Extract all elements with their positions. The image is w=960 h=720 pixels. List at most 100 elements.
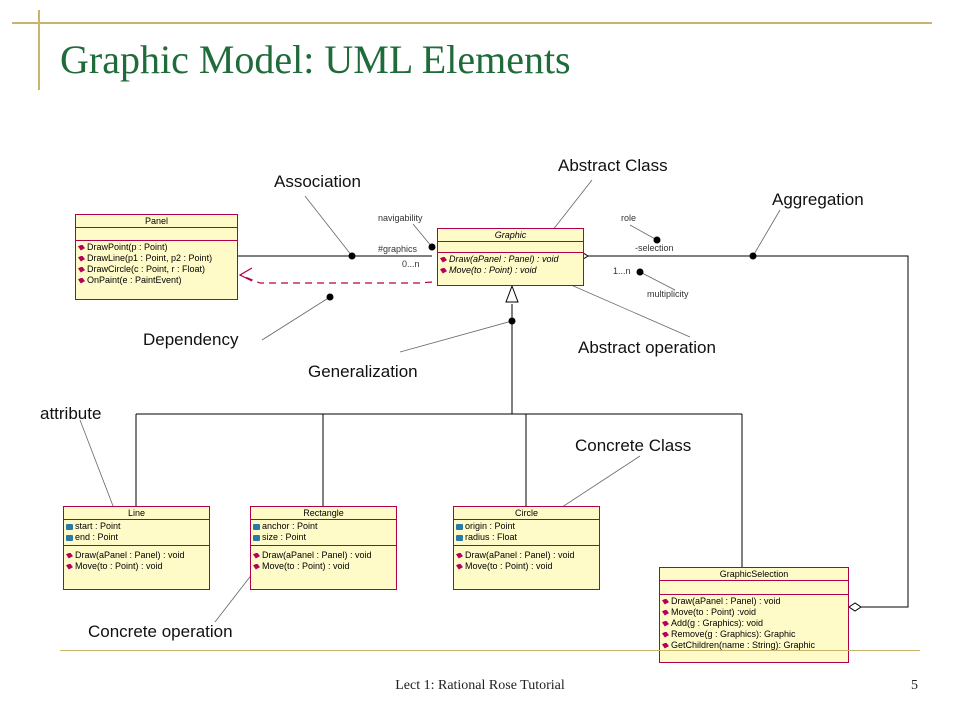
class-line[interactable]: Line start : Point end : Point Draw(aPan… — [63, 506, 210, 590]
operation-row: DrawLine(p1 : Point, p2 : Point) — [78, 253, 237, 264]
attribute-icon — [253, 523, 260, 530]
role-pointer — [629, 224, 658, 241]
class-circle-name: Circle — [454, 507, 599, 520]
attribute-icon — [66, 523, 73, 530]
association-pointer — [304, 195, 353, 257]
class-line-attributes: start : Point end : Point — [64, 520, 209, 546]
operation-row: Draw(aPanel : Panel) : void — [253, 550, 396, 561]
association-dot — [348, 252, 356, 260]
attribute-row: anchor : Point — [253, 521, 396, 532]
class-line-name: Line — [64, 507, 209, 520]
class-graphic-operations: Draw(aPanel : Panel) : void Move(to : Po… — [438, 253, 583, 278]
association-callout: Association — [274, 172, 361, 191]
slide-footer: Lect 1: Rational Rose Tutorial — [395, 678, 565, 693]
class-graphic-selection-attributes — [660, 581, 848, 595]
multiplicity-pointer — [639, 271, 676, 291]
dependency-pointer — [261, 296, 331, 341]
operation-row: DrawPoint(p : Point) — [78, 242, 237, 253]
class-panel-operations: DrawPoint(p : Point) DrawLine(p1 : Point… — [76, 241, 237, 288]
attribute-callout: attribute — [40, 404, 102, 423]
operation-icon — [662, 631, 669, 638]
abstract-operation-row: Move(to : Point) : void — [440, 265, 583, 276]
attribute-row: origin : Point — [456, 521, 599, 532]
slide-title: Graphic Model: UML Elements — [60, 37, 571, 82]
operation-icon — [66, 563, 73, 570]
class-rectangle-name: Rectangle — [251, 507, 396, 520]
dependency-dot — [326, 293, 334, 301]
operation-row: Move(to : Point) : void — [253, 561, 396, 572]
operation-row: Move(to : Point) : void — [66, 561, 209, 572]
attribute-icon — [66, 534, 73, 541]
left-multiplicity-label: 0...n — [402, 259, 420, 269]
role-dot — [653, 236, 661, 244]
operation-row: Move(to : Point) :void — [662, 607, 848, 618]
operation-row: Move(to : Point) : void — [456, 561, 599, 572]
operation-icon — [253, 563, 260, 570]
class-panel-name: Panel — [76, 215, 237, 228]
generalization-callout: Generalization — [308, 362, 418, 381]
attribute-row: radius : Float — [456, 532, 599, 543]
class-rectangle[interactable]: Rectangle anchor : Point size : Point Dr… — [250, 506, 397, 590]
aggregation-callout: Aggregation — [772, 190, 864, 209]
concrete-operation-callout: Concrete operation — [88, 622, 233, 641]
dependency-line — [239, 274, 433, 284]
attribute-icon — [253, 534, 260, 541]
dependency-arrowhead — [238, 267, 253, 282]
class-circle-attributes: origin : Point radius : Float — [454, 520, 599, 546]
class-graphic-selection[interactable]: GraphicSelection Draw(aPanel : Panel) : … — [659, 567, 849, 663]
operation-icon — [253, 552, 260, 559]
class-panel[interactable]: Panel DrawPoint(p : Point) DrawLine(p1 :… — [75, 214, 238, 300]
role-label: role — [621, 213, 637, 223]
generalization-arrowhead — [505, 284, 519, 303]
operation-row: Add(g : Graphics): void — [662, 618, 848, 629]
aggregation-diamond — [848, 602, 862, 612]
concrete-operation-pointer — [214, 568, 257, 623]
operation-icon — [66, 552, 73, 559]
operation-row: Draw(aPanel : Panel) : void — [66, 550, 209, 561]
class-graphic-selection-operations: Draw(aPanel : Panel) : void Move(to : Po… — [660, 595, 848, 653]
attribute-row: start : Point — [66, 521, 209, 532]
class-graphic-name: Graphic — [438, 229, 583, 242]
dependency-callout: Dependency — [143, 330, 239, 349]
operation-icon — [78, 244, 85, 251]
navigability-label: navigability — [378, 213, 423, 223]
generalization-dot — [508, 317, 516, 325]
generalization-pointer — [399, 320, 513, 353]
multiplicity-label: multiplicity — [647, 289, 689, 299]
multiplicity-dot — [636, 268, 644, 276]
operation-row: Draw(aPanel : Panel) : void — [456, 550, 599, 561]
operation-icon — [78, 277, 85, 284]
operation-icon — [78, 255, 85, 262]
class-circle[interactable]: Circle origin : Point radius : Float Dra… — [453, 506, 600, 590]
selection-role-label: -selection — [635, 243, 674, 253]
operation-icon — [662, 642, 669, 649]
slide-frame-left — [38, 10, 40, 90]
operation-row: Remove(g : Graphics): Graphic — [662, 629, 848, 640]
operation-icon — [440, 267, 447, 274]
attribute-icon — [456, 534, 463, 541]
navigability-pointer — [412, 223, 433, 248]
operation-icon — [456, 552, 463, 559]
aggregation-pointer — [752, 209, 781, 257]
navigability-dot — [428, 243, 436, 251]
abstract-operation-callout: Abstract operation — [578, 338, 716, 357]
class-graphic[interactable]: Graphic Draw(aPanel : Panel) : void Move… — [437, 228, 584, 286]
operation-row: GetChildren(name : String): Graphic — [662, 640, 848, 651]
abstract-class-callout: Abstract Class — [558, 156, 668, 175]
class-rectangle-attributes: anchor : Point size : Point — [251, 520, 396, 546]
class-graphic-attributes — [438, 242, 583, 253]
class-circle-operations: Draw(aPanel : Panel) : void Move(to : Po… — [454, 546, 599, 574]
aggregation-dot — [749, 252, 757, 260]
aggregation-line — [588, 255, 909, 608]
operation-icon — [662, 609, 669, 616]
slide-frame-bottom — [60, 650, 920, 651]
concrete-class-callout: Concrete Class — [575, 436, 692, 455]
operation-icon — [662, 620, 669, 627]
operation-icon — [440, 256, 447, 263]
operation-icon — [456, 563, 463, 570]
attribute-row: size : Point — [253, 532, 396, 543]
class-rectangle-operations: Draw(aPanel : Panel) : void Move(to : Po… — [251, 546, 396, 574]
abstract-operation-pointer — [561, 280, 691, 338]
concrete-class-pointer — [552, 455, 641, 514]
